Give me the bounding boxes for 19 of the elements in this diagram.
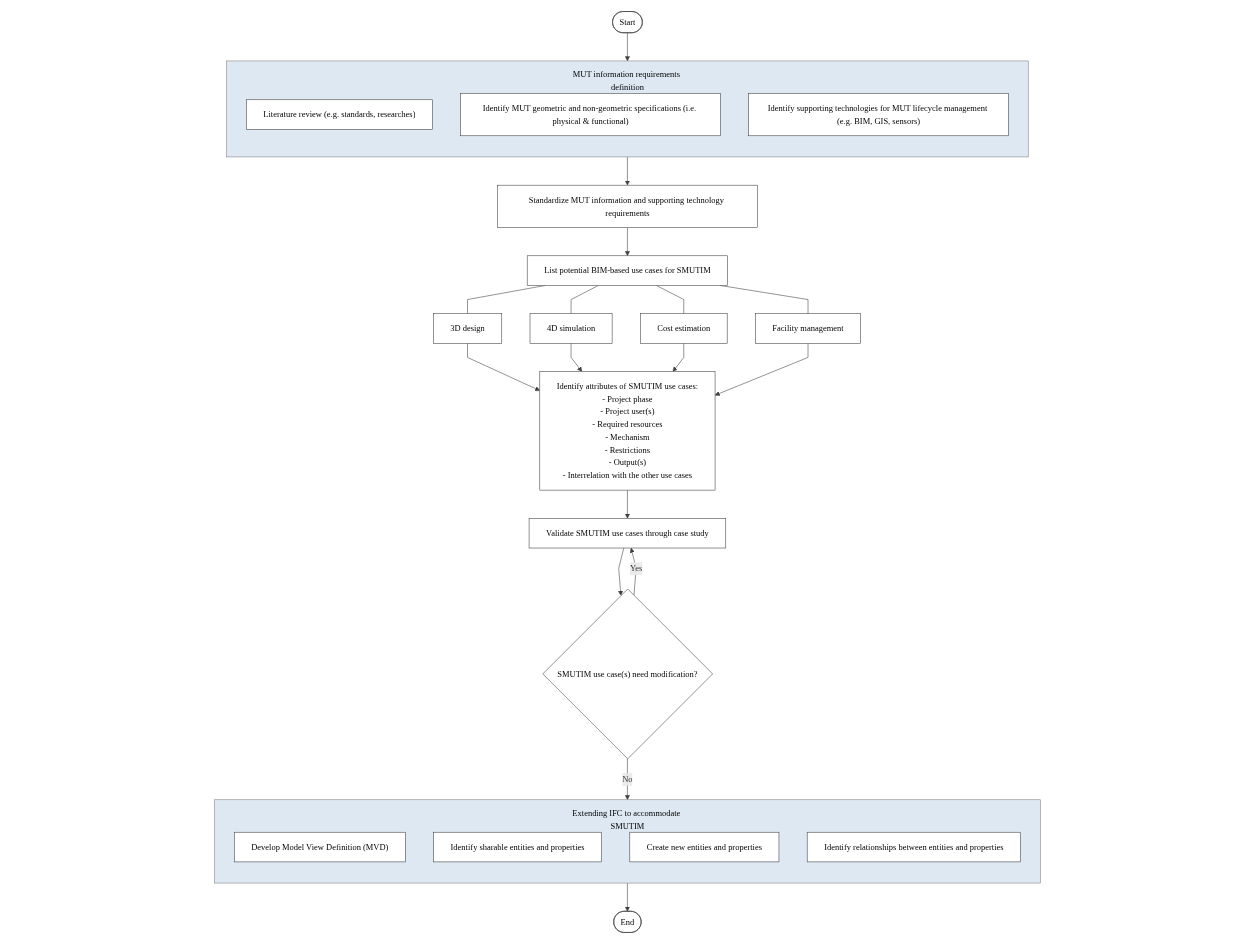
node-box: Validate SMUTIM use cases through case study: [528, 518, 726, 549]
node-box: Identify attributes of SMUTIM use cases: - Project phase - Project user(s) - Required resources - Mechanism - Restrictions - Output(s) - Interrelation with the other use cases: [539, 371, 715, 491]
node-box: 4D simulation: [529, 313, 612, 344]
node-box: Cost estimation: [639, 313, 728, 344]
node-diamond: SMUTIM use case(s) need modification?: [542, 588, 713, 760]
node-box: Standardize MUT information and supporting technology requirements: [496, 184, 758, 228]
edge-label: No: [621, 774, 633, 784]
node-box: Literature review (e.g. standards, researches): [245, 99, 433, 130]
node-box: 3D design: [432, 313, 502, 344]
node-box: Identify relationships between entities and properties: [806, 831, 1021, 863]
node-box: Identify MUT geometric and non-geometric specifications (i.e. physical & functional): [459, 93, 721, 137]
node-box: Identify sharable entities and properties: [432, 831, 602, 863]
node-box: List potential BIM-based use cases for SMUTIM: [526, 255, 728, 286]
node-box: Develop Model View Definition (MVD): [233, 831, 406, 863]
node-box: Identify supporting technologies for MUT lifecycle management (e.g. BIM, GIS, sensors): [748, 93, 1009, 137]
edge-label: Yes: [629, 563, 642, 573]
node-box: Create new entities and properties: [629, 831, 779, 863]
node-box: Facility management: [754, 313, 861, 344]
connector: [570, 285, 599, 314]
